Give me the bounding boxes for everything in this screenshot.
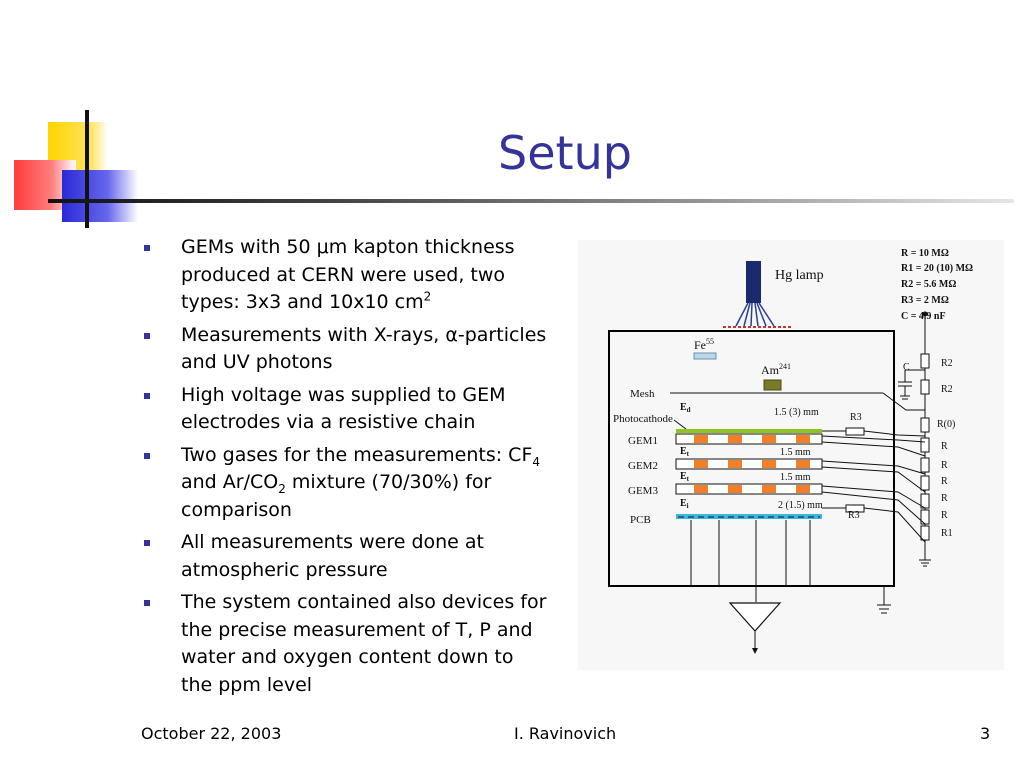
chain-label-r2a: R2 bbox=[941, 358, 953, 369]
bullet-text-part: GEMs with 50 bbox=[181, 236, 317, 258]
photocathode-layer bbox=[676, 429, 822, 433]
bullet-text-part: mixture (70/30%) for comparison bbox=[181, 471, 492, 521]
mesh-label: Mesh bbox=[630, 388, 655, 400]
amplifier bbox=[728, 602, 782, 632]
gem2-label: GEM2 bbox=[628, 460, 658, 472]
legend-r3: R3 = 2 MΩ bbox=[901, 295, 949, 306]
gap-induction: 2 (1.5) mm bbox=[778, 500, 823, 511]
bullet-text-part: Two gases for the measurements: CF bbox=[181, 443, 533, 466]
am241-source bbox=[763, 379, 782, 391]
bullet-item: High voltage was supplied to GEM electro… bbox=[142, 382, 548, 437]
bullet-text-part: μ bbox=[316, 236, 329, 258]
bullet-marker bbox=[144, 540, 150, 546]
field-ed: Ed bbox=[680, 402, 691, 414]
logo-blue-square bbox=[62, 170, 138, 222]
bullet-marker bbox=[144, 600, 150, 606]
logo-vertical-line bbox=[85, 110, 89, 228]
gem1-foil bbox=[675, 433, 823, 445]
logo-squares bbox=[0, 0, 160, 240]
photocathode-label: Photocathode bbox=[613, 413, 673, 425]
am241-label: Am241 bbox=[761, 362, 791, 377]
field-et1: Et bbox=[680, 446, 690, 458]
legend-r: R = 10 MΩ bbox=[901, 248, 949, 259]
bullet-item: Two gases for the measurements: CF4 and … bbox=[142, 442, 548, 525]
bullet-text-part: 2 bbox=[423, 289, 432, 304]
bullet-text-part: m kapton thickness produced at CERN were… bbox=[181, 236, 515, 313]
field-ei: Ei bbox=[680, 498, 689, 510]
bullet-text-part: The system contained also devices for th… bbox=[181, 591, 547, 696]
gem3-label: GEM3 bbox=[628, 485, 658, 497]
uv-rays bbox=[735, 302, 775, 327]
legend-r2: R2 = 5.6 MΩ bbox=[901, 279, 956, 290]
photocathode-arrow bbox=[673, 419, 687, 430]
hg-lamp-label: Hg lamp bbox=[775, 268, 824, 283]
bullet-item: All measurements were done at atmospheri… bbox=[142, 529, 548, 584]
gem2-foil bbox=[675, 458, 823, 470]
chain-label-r1: R1 bbox=[941, 528, 953, 539]
slide-title: Setup bbox=[498, 126, 632, 180]
bullet-text: GEMs with 50 μm kapton thickness produce… bbox=[181, 236, 515, 313]
chain-label-c: C bbox=[903, 362, 910, 373]
field-et2: Et bbox=[680, 471, 690, 483]
gap-transfer2: 1.5 mm bbox=[780, 472, 811, 483]
title-rule bbox=[48, 199, 1014, 203]
readout-lines bbox=[690, 520, 811, 602]
bullet-marker bbox=[144, 392, 150, 399]
chain-label-r0: R(0) bbox=[937, 419, 955, 430]
bullet-list: GEMs with 50 μm kapton thickness produce… bbox=[142, 234, 548, 704]
chain-label-rc: R bbox=[941, 476, 948, 487]
amplifier-output-arrow bbox=[752, 648, 758, 654]
bullet-text: High voltage was supplied to GEM electro… bbox=[181, 384, 506, 434]
chamber-box bbox=[608, 330, 895, 587]
bullet-text-part: 2 bbox=[278, 481, 286, 496]
gap-drift: 1.5 (3) mm bbox=[774, 407, 819, 418]
chain-connections bbox=[821, 392, 926, 543]
chain-label-rb: R bbox=[941, 460, 948, 471]
bullet-item: The system contained also devices for th… bbox=[142, 589, 548, 699]
chain-label-ra: R bbox=[941, 441, 948, 452]
legend-c: C = 4.9 nF bbox=[901, 311, 946, 322]
setup-diagram: Hg lamp Fe55 Am241 Mesh Photocathode GEM… bbox=[578, 240, 1004, 670]
legend-r1: R1 = 20 (10) MΩ bbox=[901, 263, 973, 274]
gap-transfer1: 1.5 mm bbox=[780, 447, 811, 458]
ground-symbol bbox=[877, 586, 891, 614]
bullet-text-part: α bbox=[445, 323, 458, 346]
fe55-source bbox=[693, 352, 717, 360]
bullet-text: The system contained also devices for th… bbox=[181, 591, 546, 696]
bullet-text-part: All measurements were done at atmospheri… bbox=[181, 531, 484, 581]
bullet-text-part: and Ar/CO bbox=[181, 471, 279, 493]
chain-label-re: R bbox=[941, 510, 948, 521]
chain-label-r2b: R2 bbox=[941, 384, 953, 395]
bullet-text-part: High voltage was supplied to GEM electro… bbox=[181, 383, 506, 434]
bullet-item: GEMs with 50 μm kapton thickness produce… bbox=[142, 234, 548, 317]
bullet-marker bbox=[144, 332, 150, 339]
chain-label-rd: R bbox=[941, 493, 948, 504]
bullet-item: Measurements with X-rays, α-particles an… bbox=[142, 322, 548, 377]
footer-author: I. Ravinovich bbox=[514, 724, 617, 743]
chain-label-r3b: R3 bbox=[848, 510, 860, 521]
footer-date: October 22, 2003 bbox=[141, 724, 282, 743]
footer-page-number: 3 bbox=[980, 724, 991, 743]
chain-label-r3a: R3 bbox=[850, 412, 862, 423]
gem3-foil bbox=[675, 483, 823, 495]
pcb-label: PCB bbox=[630, 514, 651, 526]
hg-lamp bbox=[746, 261, 761, 303]
gem1-label: GEM1 bbox=[628, 435, 658, 447]
bullet-marker bbox=[144, 245, 150, 251]
bullet-text-part: 4 bbox=[532, 454, 541, 469]
bullet-marker bbox=[144, 452, 150, 459]
bullet-text-part: -particles and UV photons bbox=[181, 323, 547, 374]
fe55-label: Fe55 bbox=[694, 337, 714, 352]
bullet-text: Measurements with X-rays, α-particles an… bbox=[181, 324, 546, 374]
bullet-text: Two gases for the measurements: CF4 and … bbox=[181, 444, 540, 521]
bullet-text-part: Measurements with X-rays, bbox=[181, 323, 446, 346]
resistive-chain bbox=[898, 311, 931, 567]
bullet-text: All measurements were done at atmospheri… bbox=[181, 531, 484, 581]
